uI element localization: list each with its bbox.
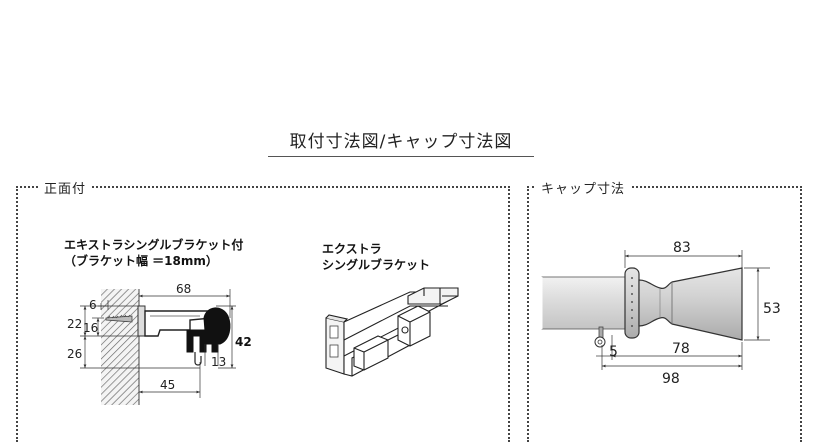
- dim-42: 42: [235, 335, 252, 349]
- dim-26: 26: [67, 347, 82, 361]
- page-title: 取付寸法図/キャップ寸法図: [289, 132, 513, 152]
- title-underline: [268, 156, 534, 157]
- front-dimension-labels: 68 6 22 16 26 42 13 45: [67, 282, 252, 392]
- dim-6: 6: [89, 298, 97, 312]
- dim-53: 53: [763, 301, 781, 317]
- dim-22: 22: [67, 317, 82, 331]
- bracket-isometric: [325, 287, 459, 377]
- dim-83: 83: [673, 240, 691, 256]
- cap-dimension-panel: [527, 186, 802, 442]
- wall-section: [101, 289, 140, 405]
- bracket-width-note: （ブラケット幅 ＝18mm）: [64, 254, 218, 268]
- dim-98: 98: [662, 371, 680, 387]
- product-name: エキストラシングルブラケット付: [64, 238, 244, 252]
- front-mount-label: 正面付: [39, 178, 92, 197]
- bracket-heading: エクストラ シングルブラケット: [322, 241, 430, 273]
- bracket-side-view: [105, 305, 231, 366]
- dim-5: 5: [609, 344, 618, 360]
- front-mount-panel: [16, 186, 510, 442]
- cap-side-view: [541, 267, 743, 348]
- bracket-name-line2: シングルブラケット: [322, 258, 431, 272]
- bracket-name-line1: エクストラ: [322, 242, 382, 256]
- dim-13: 13: [211, 355, 226, 369]
- dim-68: 68: [176, 282, 191, 296]
- dim-78: 78: [672, 341, 690, 357]
- cap-dimension-lines: [596, 250, 770, 370]
- cap-dimension-label: キャップ寸法: [536, 178, 631, 197]
- cap-dimension-labels: 83 53 5 78 98: [609, 240, 781, 387]
- dim-16: 16: [83, 321, 98, 335]
- dim-45: 45: [160, 378, 175, 392]
- front-dimension-lines: [80, 289, 236, 398]
- product-heading: エキストラシングルブラケット付 （ブラケット幅 ＝18mm）: [64, 237, 243, 269]
